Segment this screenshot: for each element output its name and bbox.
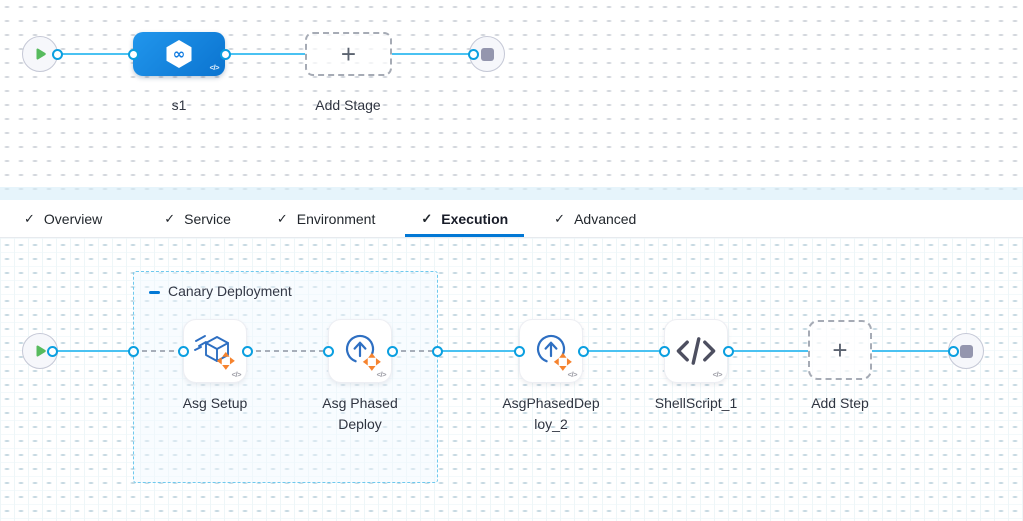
check-icon: ✓: [276, 210, 288, 226]
add-step-label: Add Step: [811, 395, 869, 411]
tab-label: Overview: [43, 210, 103, 227]
check-icon: ✓: [554, 210, 566, 226]
add-stage-label: Add Stage: [315, 97, 381, 113]
step-label: Asg Setup: [182, 395, 248, 411]
connector-dot: [177, 345, 189, 357]
edge-line: [872, 350, 953, 352]
tab-environment[interactable]: ✓ Environment: [261, 200, 392, 237]
connector-dot: [46, 345, 58, 357]
step-node-asgphaseddeploy-2[interactable]: </>: [519, 319, 583, 383]
asg-phased-deploy-icon: [536, 334, 572, 371]
canvas-bottom-band: [0, 187, 1023, 200]
edge-line: [225, 53, 305, 55]
connector-dot: [219, 48, 231, 60]
connector-dot: [467, 48, 479, 60]
step-node-asg-phased-deploy[interactable]: </>: [328, 319, 392, 383]
tab-label: Environment: [296, 210, 376, 227]
tab-advanced[interactable]: ✓ Advanced: [538, 200, 652, 237]
connector-dot: [947, 345, 959, 357]
edge-line: [437, 350, 519, 352]
stop-icon: [959, 344, 973, 358]
edge-line: [392, 53, 473, 55]
code-badge-icon: </>: [567, 370, 578, 379]
step-group-canary-deployment: [133, 271, 438, 483]
step-group-label: Canary Deployment: [168, 283, 292, 299]
tab-execution[interactable]: ✓ Execution: [405, 200, 525, 237]
connector-dot: [513, 345, 525, 357]
edge-line-dashed: [247, 350, 328, 352]
asg-phased-deploy-icon: [345, 334, 381, 371]
stage-config-tabbar: ✓ Overview ✓ Service ✓ Environment ✓ Exe…: [0, 200, 1023, 238]
tab-service[interactable]: ✓ Service: [148, 200, 247, 237]
stop-icon: [480, 47, 494, 61]
connector-dot: [577, 345, 589, 357]
edge-line: [57, 53, 133, 55]
connector-dot: [658, 345, 670, 357]
shell-script-icon: [676, 337, 716, 365]
edge-line: [583, 350, 664, 352]
check-icon: ✓: [421, 210, 433, 226]
minus-icon: [148, 290, 160, 294]
connector-dot: [722, 345, 734, 357]
code-badge-icon: </>: [376, 370, 387, 379]
play-icon: [36, 48, 46, 60]
connector-dot: [431, 345, 443, 357]
tab-label: Advanced: [574, 210, 637, 227]
connector-dot: [322, 345, 334, 357]
check-icon: ✓: [164, 210, 176, 226]
connector-dot: [127, 48, 139, 60]
active-tab-underline: [405, 234, 525, 237]
edge-line: [56, 350, 133, 352]
edge-line-dashed: [392, 350, 437, 352]
connector-dot: [241, 345, 253, 357]
edge-line: [728, 350, 808, 352]
stage-node-s1[interactable]: ∞ </>: [133, 32, 225, 76]
code-badge-icon: </>: [209, 63, 220, 72]
collapse-group-button[interactable]: [146, 284, 162, 300]
step-label: ShellScript_1: [654, 395, 738, 411]
plus-icon: +: [340, 39, 357, 69]
step-label: Asg Phased Deploy: [322, 395, 398, 432]
step-label: AsgPhasedDeploy_2: [502, 395, 600, 432]
svg-text:∞: ∞: [173, 45, 186, 63]
check-icon: ✓: [24, 210, 35, 226]
step-node-asg-setup[interactable]: </>: [183, 319, 247, 383]
asg-setup-icon: [194, 335, 235, 370]
add-step-button[interactable]: +: [808, 320, 872, 380]
stage-label: s1: [171, 97, 187, 113]
tab-label: Execution: [441, 210, 509, 227]
cd-stage-icon: ∞: [166, 40, 192, 68]
code-badge-icon: </>: [712, 370, 723, 379]
tab-label: Service: [184, 210, 231, 227]
edge-line-dashed: [133, 350, 183, 352]
connector-dot: [386, 345, 398, 357]
connector-dot: [51, 48, 63, 60]
code-badge-icon: </>: [231, 370, 242, 379]
plus-icon: +: [832, 335, 848, 365]
add-stage-button[interactable]: +: [305, 32, 392, 76]
play-icon: [36, 345, 46, 357]
step-node-shellscript-1[interactable]: </>: [664, 319, 728, 383]
connector-dot: [127, 345, 139, 357]
tab-overview[interactable]: ✓ Overview: [8, 200, 118, 237]
pipeline-start-node: [22, 36, 58, 72]
